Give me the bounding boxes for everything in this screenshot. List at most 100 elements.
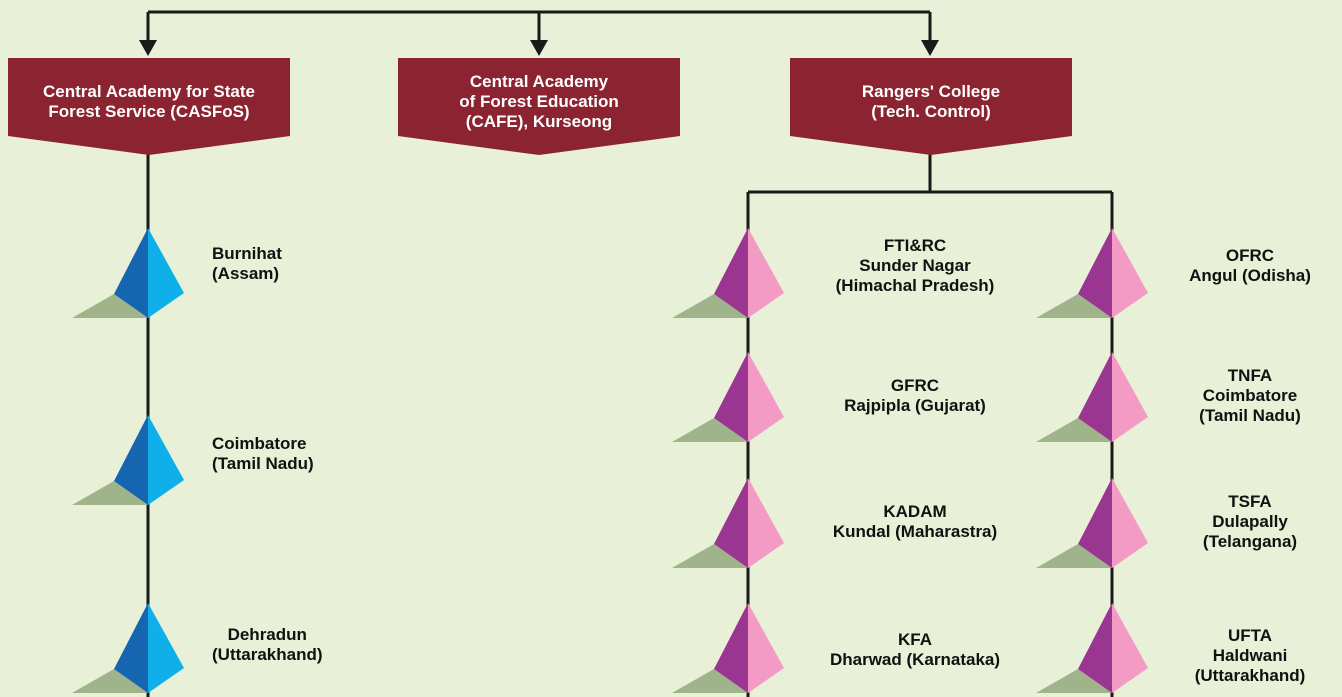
pyramid-face-right	[1112, 352, 1148, 442]
arrow-down-icon	[530, 40, 548, 56]
centre-label-line: Angul (Odisha)	[1189, 266, 1311, 285]
pyramid-face-left	[114, 603, 148, 693]
header-casfos-line: Central Academy for State	[43, 82, 255, 101]
pyramid-shadow	[1036, 294, 1112, 318]
centre-label-line: FTI&RC	[883, 236, 947, 255]
pyramid-icon-pink	[672, 228, 784, 318]
centre-label-line: Kundal (Maharastra)	[832, 522, 998, 541]
pyramid-face-left	[714, 478, 748, 568]
pyramid-shadow	[672, 669, 748, 693]
arrow-down-icon	[921, 40, 939, 56]
header-cafe-line: Central Academy	[469, 72, 609, 91]
centre-label-burnihat: Burnihat (Assam)	[212, 244, 282, 284]
pyramid-shadow	[672, 418, 748, 442]
pyramid-icon-pink	[672, 478, 784, 568]
centre-label-line: KADAM	[883, 502, 947, 521]
centre-label-line: GFRC	[890, 376, 940, 395]
header-box-cafe	[398, 58, 680, 155]
centre-label-ofrc: OFRC Angul (Odisha)	[1160, 246, 1340, 286]
pyramid-icon-blue	[72, 415, 184, 505]
centre-label-tnfa: TNFA Coimbatore (Tamil Nadu)	[1160, 366, 1340, 426]
header-casfos-line: Forest Service (CASFoS)	[48, 102, 250, 121]
pyramid-face-left	[1078, 228, 1112, 318]
centre-label-tsfa: TSFA Dulapally (Telangana)	[1160, 492, 1340, 552]
pyramid-icon-blue	[72, 228, 184, 318]
pyramid-shadow	[72, 669, 148, 693]
pyramid-shadow	[72, 294, 148, 318]
pyramid-face-left	[114, 415, 148, 505]
header-box-casfos	[8, 58, 290, 155]
centre-label-line: KFA	[898, 630, 932, 649]
pyramid-shadow	[1036, 544, 1112, 568]
pyramid-face-right	[1112, 228, 1148, 318]
pyramid-icon-pink	[1036, 478, 1148, 568]
header-cafe: Central Academy of Forest Education (CAF…	[398, 72, 680, 132]
pyramid-shadow	[72, 481, 148, 505]
centre-label-line: (Tamil Nadu)	[1199, 406, 1301, 425]
pyramid-face-right	[1112, 603, 1148, 693]
centre-label-line: TSFA	[1228, 492, 1272, 511]
header-box-rangers-college	[790, 58, 1072, 155]
centre-label-dehradun: Dehradun (Uttarakhand)	[212, 625, 323, 665]
centre-label-kadam: KADAM Kundal (Maharastra)	[800, 502, 1030, 542]
centre-label-line: Coimbatore	[1202, 386, 1298, 405]
pyramid-face-right	[748, 478, 784, 568]
pyramid-face-right	[748, 228, 784, 318]
pyramid-face-left	[114, 228, 148, 318]
pyramid-face-right	[148, 603, 184, 693]
centre-label-kfa: KFA Dharwad (Karnataka)	[800, 630, 1030, 670]
header-boxes	[8, 58, 1072, 155]
pyramid-face-right	[748, 352, 784, 442]
pyramid-shadow	[1036, 418, 1112, 442]
centre-label-line: Dharwad (Karnataka)	[829, 650, 1001, 669]
pyramid-icon-pink	[1036, 228, 1148, 318]
pyramid-face-left	[714, 352, 748, 442]
centre-label-line: (Assam)	[212, 264, 280, 283]
pyramid-shadow	[672, 294, 748, 318]
centre-label-line: (Himachal Pradesh)	[835, 276, 995, 295]
centre-label-ufta: UFTA Haldwani (Uttarakhand)	[1160, 626, 1340, 686]
pyramid-icon-pink	[672, 352, 784, 442]
pyramid-face-right	[1112, 478, 1148, 568]
centre-label-line: OFRC	[1225, 246, 1275, 265]
pyramid-shadow	[1036, 669, 1112, 693]
centre-label-line: UFTA	[1227, 626, 1273, 645]
centre-label-line: (Uttarakhand)	[1194, 666, 1306, 685]
pyramid-face-right	[148, 415, 184, 505]
header-casfos: Central Academy for State Forest Service…	[8, 82, 290, 122]
pyramid-icon-pink	[672, 603, 784, 693]
centre-label-line: (Tamil Nadu)	[212, 454, 314, 473]
pyramid-face-right	[748, 603, 784, 693]
centre-label-line: Dehradun	[227, 625, 307, 644]
pyramid-icon-pink	[1036, 603, 1148, 693]
pyramid-face-right	[148, 228, 184, 318]
centre-label-coimbatore: Coimbatore (Tamil Nadu)	[212, 434, 314, 474]
centre-label-line: (Uttarakhand)	[212, 645, 323, 664]
pyramid-face-left	[1078, 603, 1112, 693]
header-cafe-line: of Forest Education	[459, 92, 619, 111]
header-rangers-college: Rangers' College (Tech. Control)	[790, 82, 1072, 122]
header-rangers-line: (Tech. Control)	[871, 102, 991, 121]
centre-label-line: Rajpipla (Gujarat)	[844, 396, 986, 415]
header-rangers-line: Rangers' College	[861, 82, 1001, 101]
centre-label-fti-rc: FTI&RC Sunder Nagar (Himachal Pradesh)	[800, 236, 1030, 296]
arrow-down-icon	[139, 40, 157, 56]
centre-label-line: TNFA	[1227, 366, 1273, 385]
pyramid-face-left	[1078, 478, 1112, 568]
centre-label-line: Dulapally	[1212, 512, 1288, 531]
centre-icons	[72, 228, 1148, 693]
centre-label-line: Sunder Nagar	[859, 256, 971, 275]
centre-label-line: Burnihat	[212, 244, 282, 263]
header-cafe-line: (CAFE), Kurseong	[465, 112, 613, 131]
pyramid-icon-blue	[72, 603, 184, 693]
pyramid-face-left	[1078, 352, 1112, 442]
pyramid-face-left	[714, 228, 748, 318]
centre-label-line: Haldwani	[1212, 646, 1288, 665]
pyramid-face-left	[714, 603, 748, 693]
pyramid-shadow	[672, 544, 748, 568]
centre-label-gfrc: GFRC Rajpipla (Gujarat)	[800, 376, 1030, 416]
centre-label-line: Coimbatore	[212, 434, 307, 453]
pyramid-icon-pink	[1036, 352, 1148, 442]
centre-label-line: (Telangana)	[1202, 532, 1298, 551]
